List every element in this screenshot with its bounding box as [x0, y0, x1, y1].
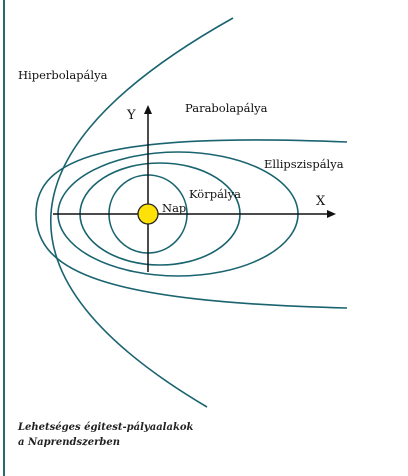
- ellipse-label: Ellipszispálya: [264, 157, 344, 171]
- page-left-rule: [3, 0, 5, 476]
- hyperbola-orbit: [50, 17, 234, 408]
- circle-label: Körpálya: [189, 187, 241, 201]
- figure-caption: Lehetséges égitest-pályaalakok a Naprend…: [18, 420, 193, 450]
- x-axis-arrowhead: [327, 210, 336, 218]
- caption-line-2: a Naprendszerben: [18, 437, 121, 448]
- sun-label: Nap: [162, 201, 186, 215]
- y-axis-label: Y: [126, 108, 136, 123]
- parabola-label: Parabolapálya: [185, 101, 268, 115]
- x-axis-label: X: [316, 194, 326, 209]
- sun-icon: [137, 203, 159, 225]
- caption-line-1: Lehetséges égitest-pályaalakok: [18, 422, 194, 433]
- parabola-orbit: [35, 139, 348, 309]
- y-axis-arrowhead: [144, 105, 152, 114]
- hyperbola-label: Hiperbolapálya: [18, 68, 108, 82]
